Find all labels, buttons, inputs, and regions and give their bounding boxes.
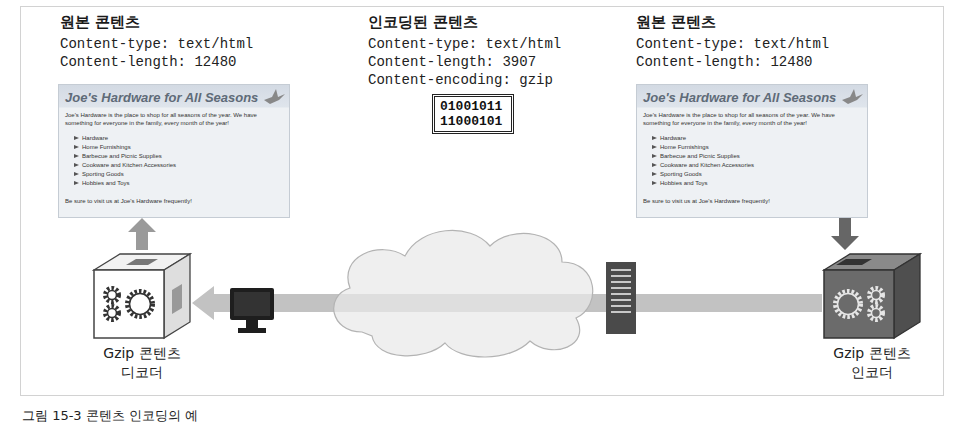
encoded-data-box: 01001011 11000101 bbox=[432, 94, 514, 134]
menu-item: Home Furnishings bbox=[73, 143, 283, 152]
menu-item: Cookware and Kitchen Accessories bbox=[651, 161, 861, 170]
menu-item: Hardware bbox=[651, 134, 861, 143]
http-header: Content-length: 12480 bbox=[636, 54, 812, 70]
binary-data: 01001011 11000101 bbox=[440, 99, 506, 129]
client-monitor bbox=[230, 288, 274, 333]
http-header: Content-type: text/html bbox=[60, 36, 253, 52]
menu-item: Home Furnishings bbox=[651, 143, 861, 152]
page-footer: Be sure to visit us at Joe's Hardware fr… bbox=[643, 197, 861, 205]
web-page-thumbnail: Joe's Hardware for All SeasonsJoe's Hard… bbox=[636, 84, 868, 218]
menu-item: Barbecue and Picnic Supplies bbox=[651, 152, 861, 161]
menu-item: Barbecue and Picnic Supplies bbox=[73, 152, 283, 161]
decoder-box: Gzip 콘텐츠 디코더 bbox=[92, 250, 192, 382]
menu-item: Sporting Goods bbox=[73, 170, 283, 179]
http-header: Content-length: 12480 bbox=[60, 54, 236, 70]
menu-item: Hobbies and Toys bbox=[651, 179, 861, 188]
menu-item: Hardware bbox=[73, 134, 283, 143]
internet-cloud bbox=[334, 230, 593, 357]
content-heading: 원본 콘텐츠 bbox=[636, 13, 716, 31]
page-text: Joe's Hardware is the place to shop for … bbox=[643, 112, 861, 127]
content-heading: 인코딩된 콘텐츠 bbox=[368, 13, 478, 31]
flow-arrow bbox=[128, 218, 156, 250]
http-header: Content-type: text/html bbox=[368, 36, 561, 52]
decoder-cube bbox=[92, 250, 192, 340]
encoder-box: Gzip 콘텐츠 인코더 bbox=[822, 250, 922, 382]
http-header: Content-type: text/html bbox=[636, 36, 829, 52]
server-tower bbox=[606, 262, 636, 334]
http-header: Content-length: 3907 bbox=[368, 54, 536, 70]
page-footer: Be sure to visit us at Joe's Hardware fr… bbox=[65, 197, 283, 205]
encoder-cube bbox=[822, 250, 922, 340]
flow-arrow bbox=[831, 218, 859, 250]
menu-item: Cookware and Kitchen Accessories bbox=[73, 161, 283, 170]
page-title: Joe's Hardware for All Seasons bbox=[65, 88, 283, 108]
menu-item: Hobbies and Toys bbox=[73, 179, 283, 188]
box-label: Gzip 콘텐츠 인코더 bbox=[822, 344, 922, 382]
menu-item: Sporting Goods bbox=[651, 170, 861, 179]
figure-caption: 그림 15-3 콘텐츠 인코딩의 예 bbox=[22, 408, 198, 424]
page-title: Joe's Hardware for All Seasons bbox=[643, 88, 861, 108]
content-heading: 원본 콘텐츠 bbox=[60, 13, 140, 31]
http-header: Content-encoding: gzip bbox=[368, 72, 553, 88]
web-page-thumbnail: Joe's Hardware for All SeasonsJoe's Hard… bbox=[58, 84, 290, 218]
page-text: Joe's Hardware is the place to shop for … bbox=[65, 112, 283, 127]
box-label: Gzip 콘텐츠 디코더 bbox=[92, 344, 192, 382]
